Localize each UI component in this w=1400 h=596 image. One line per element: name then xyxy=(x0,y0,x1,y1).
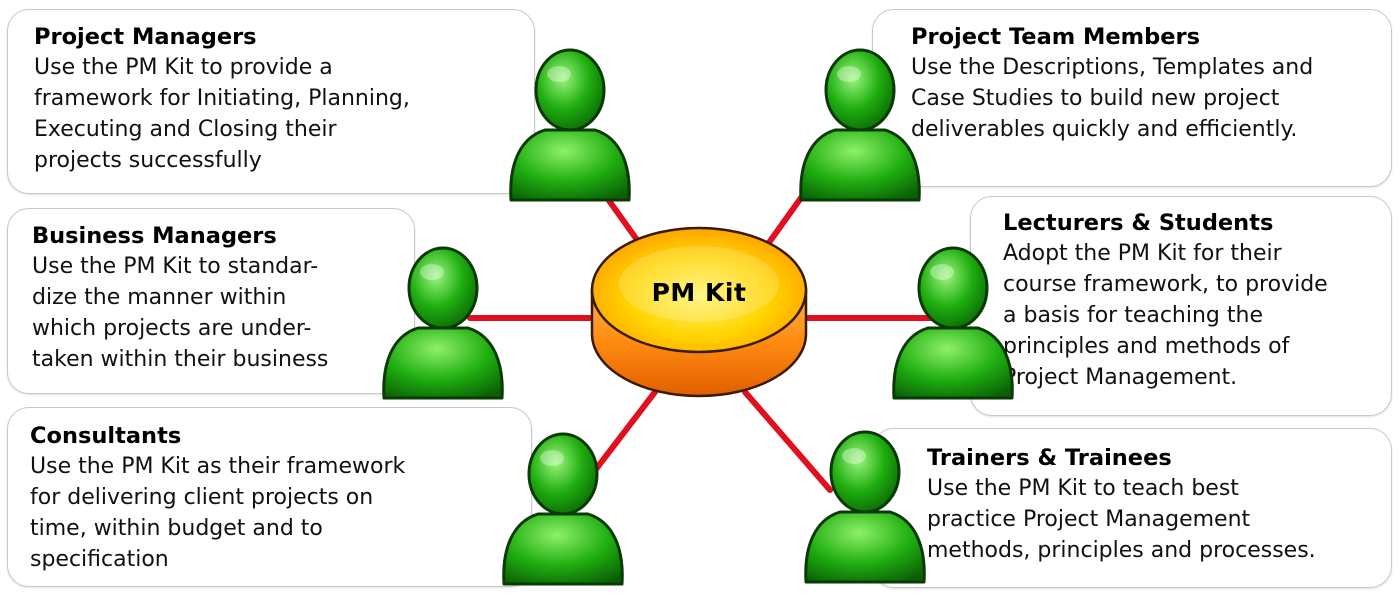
desc-line: Adopt the PM Kit for their xyxy=(1003,241,1282,266)
person-icon xyxy=(795,38,925,208)
card-title: Project Team Members xyxy=(911,24,1200,50)
desc-line: Use the PM Kit to teach best xyxy=(927,476,1239,501)
card-lecturers-students: Lecturers & Students Adopt the PM Kit fo… xyxy=(970,196,1392,416)
desc-line: Use the Descriptions, Templates and xyxy=(911,55,1314,80)
card-project-managers: Project Managers Use the PM Kit to provi… xyxy=(7,9,535,194)
desc-line: Use the PM Kit to standar- xyxy=(32,254,319,279)
card-title: Business Managers xyxy=(32,223,277,249)
pm-kit-hub: PM Kit xyxy=(588,222,810,400)
desc-line: framework for Initiating, Planning, xyxy=(34,86,410,111)
desc-line: course framework, to provide xyxy=(1003,272,1328,297)
card-business-managers: Business Managers Use the PM Kit to stan… xyxy=(7,208,415,394)
card-title: Trainers & Trainees xyxy=(927,445,1172,471)
card-description: Use the PM Kit to standar- dize the mann… xyxy=(32,251,414,375)
card-title: Lecturers & Students xyxy=(1003,210,1274,236)
person-icon xyxy=(498,422,628,592)
desc-line: Project Management. xyxy=(1003,365,1238,390)
desc-line: time, within budget and to xyxy=(30,516,323,541)
desc-line: for delivering client projects on xyxy=(30,485,374,510)
card-title: Project Managers xyxy=(34,24,257,50)
card-description: Use the PM Kit to teach best practice Pr… xyxy=(927,473,1391,566)
desc-line: taken within their business xyxy=(32,347,329,372)
card-project-team-members: Project Team Members Use the Description… xyxy=(872,9,1392,187)
desc-line: Case Studies to build new project xyxy=(911,86,1280,111)
card-description: Use the PM Kit to provide a framework fo… xyxy=(34,52,534,176)
desc-line: a basis for teaching the xyxy=(1003,303,1263,328)
desc-line: Executing and Closing their xyxy=(34,117,337,142)
person-icon xyxy=(800,420,930,590)
card-title: Consultants xyxy=(30,423,182,449)
desc-line: specification xyxy=(30,547,169,572)
card-description: Adopt the PM Kit for their course framew… xyxy=(1003,238,1391,393)
card-consultants: Consultants Use the PM Kit as their fram… xyxy=(7,407,532,587)
person-icon xyxy=(505,38,635,208)
desc-line: deliverables quickly and efficiently. xyxy=(911,117,1298,142)
desc-line: dize the manner within xyxy=(32,285,287,310)
desc-line: Use the PM Kit to provide a xyxy=(34,55,333,80)
connector-trainers-trainees xyxy=(742,389,833,493)
card-description: Use the Descriptions, Templates and Case… xyxy=(911,52,1391,145)
desc-line: practice Project Management xyxy=(927,507,1251,532)
desc-line: which projects are under- xyxy=(32,316,312,341)
person-icon xyxy=(888,236,1018,406)
desc-line: methods, principles and processes. xyxy=(927,538,1316,563)
hub-label: PM Kit xyxy=(651,278,747,307)
desc-line: projects successfully xyxy=(34,148,262,173)
desc-line: Use the PM Kit as their framework xyxy=(30,454,406,479)
person-icon xyxy=(378,236,508,406)
cylinder-icon xyxy=(590,226,808,398)
card-trainers-trainees: Trainers & Trainees Use the PM Kit to te… xyxy=(872,428,1392,588)
card-description: Use the PM Kit as their framework for de… xyxy=(30,451,531,575)
desc-line: principles and methods of xyxy=(1003,334,1290,359)
